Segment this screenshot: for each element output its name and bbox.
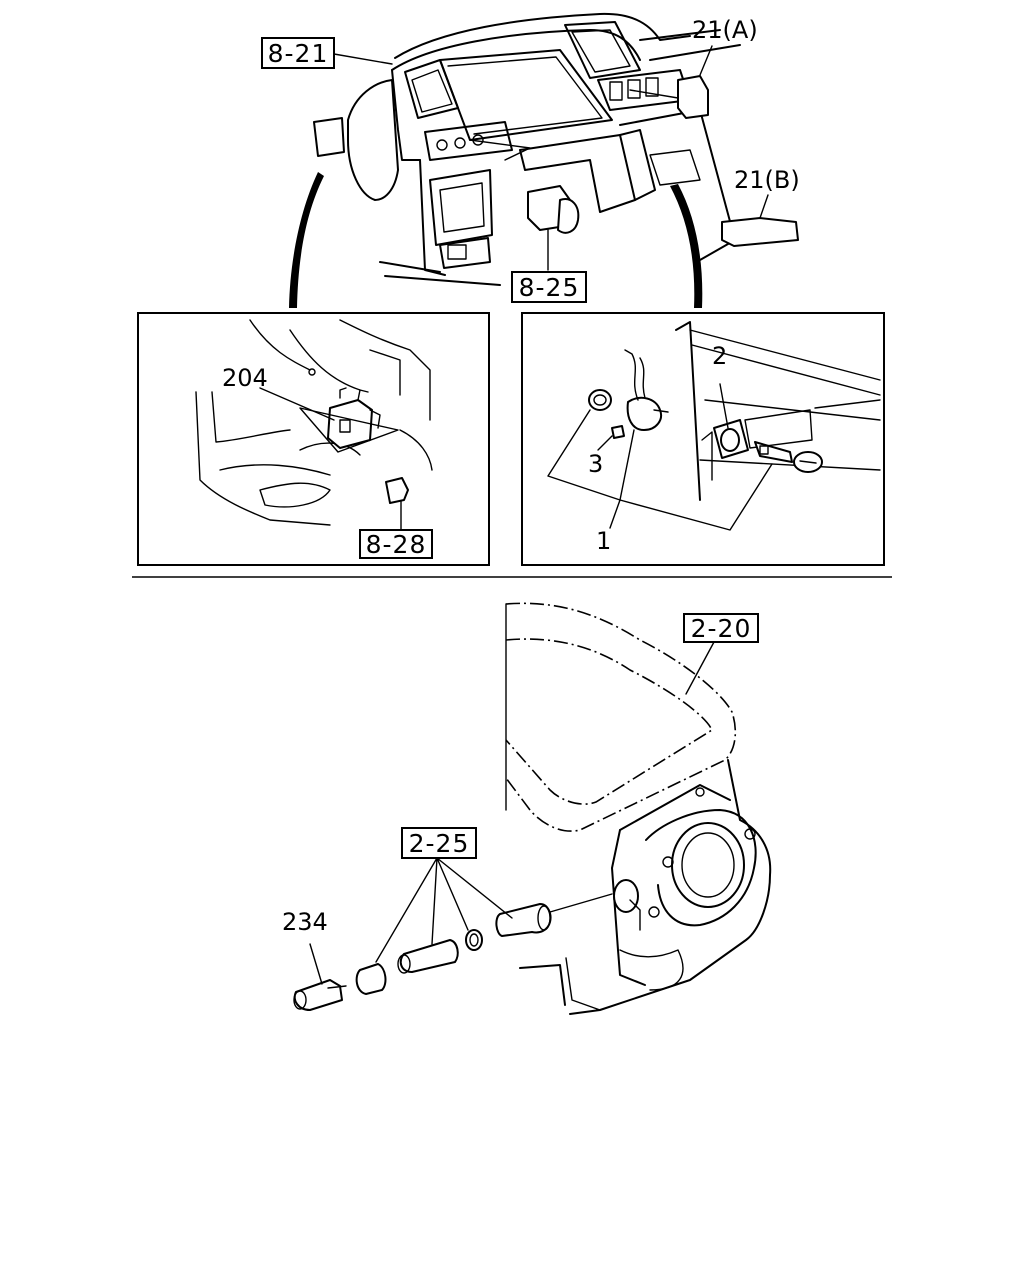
ref-2-25: 2-25	[409, 829, 470, 858]
label-1: 1	[596, 527, 611, 555]
switch-21a	[629, 45, 713, 119]
label-3: 3	[588, 450, 603, 478]
label-2: 2	[712, 342, 727, 370]
callout-arrow-right	[670, 184, 703, 308]
ref-box-8-28[interactable]: 8-28	[359, 529, 433, 559]
ref-2-20: 2-20	[691, 614, 752, 643]
callout-arrow-left	[289, 172, 324, 308]
ref-box-8-25[interactable]: 8-25	[511, 271, 587, 303]
dashboard-illustration	[313, 12, 741, 286]
detail-panel-left	[137, 312, 490, 566]
ref-8-21: 8-21	[268, 39, 329, 68]
ref-box-2-25[interactable]: 2-25	[401, 827, 477, 859]
label-21a: 21(A)	[692, 16, 758, 44]
detail-panel-right	[521, 312, 885, 566]
ref-8-25: 8-25	[519, 273, 580, 302]
label-21b: 21(B)	[734, 166, 800, 194]
ref-8-28: 8-28	[366, 530, 427, 559]
switch-21b	[721, 194, 799, 247]
label-234: 234	[282, 908, 328, 936]
ref-box-8-21[interactable]: 8-21	[261, 37, 335, 69]
ref-box-2-20[interactable]: 2-20	[683, 613, 759, 643]
switch-8-25	[527, 185, 580, 271]
transmission-illustration	[293, 602, 772, 1015]
